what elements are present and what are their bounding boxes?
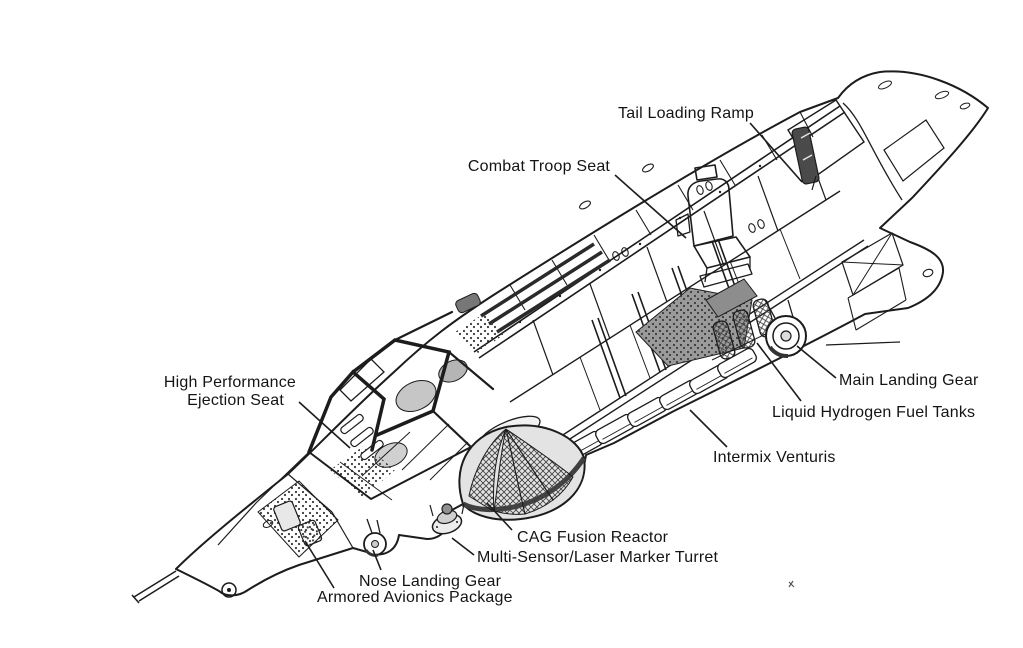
armored-avionics-package-part — [257, 480, 339, 558]
label-high-performance-ejection-seat: High Performance Ejection Seat — [164, 374, 351, 449]
intermix-venturis-label: Intermix Venturis — [713, 449, 836, 466]
wall-vent-marks — [612, 181, 765, 261]
label-cag-fusion-reactor: CAG Fusion Reactor — [486, 502, 669, 546]
intermix-venturis-part — [563, 347, 757, 462]
cag-fusion-reactor-part — [458, 415, 587, 521]
tail-loading-ramp-leader-line — [749, 122, 803, 183]
nose-skid-wheel — [221, 582, 237, 598]
label-intermix-venturis: Intermix Venturis — [689, 409, 836, 466]
cockpit-stipple-b — [455, 313, 506, 353]
tail-loading-ramp-label: Tail Loading Ramp — [618, 105, 754, 122]
pitot-probe — [131, 570, 180, 604]
cag-fusion-reactor-leader-line — [486, 502, 513, 531]
equipment-shadow — [705, 278, 758, 318]
combat-troop-seat-leader-line — [614, 174, 687, 239]
main-landing-gear-label: Main Landing Gear — [839, 372, 979, 389]
canopy-rails — [480, 242, 611, 334]
tail-slab — [842, 80, 971, 201]
combat-troop-seat-part — [675, 164, 753, 288]
label-armored-avionics-package: Armored Avionics Package — [304, 540, 513, 606]
ejection-seat-label-line1: High Performance — [164, 374, 296, 391]
label-main-landing-gear: Main Landing Gear — [796, 345, 979, 389]
labels: Tail Loading Ramp Combat Troop Seat High… — [164, 105, 979, 606]
fuel-tanks-leader-line — [756, 342, 802, 402]
cockpit-part — [307, 292, 506, 501]
cag-fusion-reactor-label: CAG Fusion Reactor — [517, 529, 669, 546]
combat-troop-seat-label: Combat Troop Seat — [468, 158, 610, 175]
print-speck — [788, 580, 795, 588]
label-tail-loading-ramp: Tail Loading Ramp — [618, 105, 803, 183]
label-multi-sensor-laser-marker-turret: Multi-Sensor/Laser Marker Turret — [451, 537, 718, 566]
main-landing-gear-part — [764, 299, 807, 359]
cockpit-stipple-a — [330, 445, 395, 498]
main-landing-gear-leader-line — [796, 345, 837, 379]
turret-leader-line — [451, 537, 475, 556]
intermix-venturis-leader-line — [689, 409, 728, 448]
ejection-seat-label-line2: Ejection Seat — [187, 392, 284, 409]
multi-sensor-laser-marker-turret-part — [429, 503, 465, 535]
label-combat-troop-seat: Combat Troop Seat — [468, 158, 687, 239]
canopy-cage — [307, 310, 495, 501]
label-nose-landing-gear: Nose Landing Gear — [359, 549, 502, 590]
nose-landing-gear-leader-line — [372, 549, 382, 571]
turret-label: Multi-Sensor/Laser Marker Turret — [477, 549, 718, 566]
ejection-seat-leader-line — [298, 401, 351, 449]
nose-skid-hub — [227, 588, 231, 592]
label-liquid-hydrogen-fuel-tanks: Liquid Hydrogen Fuel Tanks — [756, 342, 975, 421]
rear-section — [825, 232, 934, 346]
armored-avionics-label: Armored Avionics Package — [317, 589, 513, 606]
armored-avionics-leader-line — [304, 540, 335, 589]
nose-landing-gear-label: Nose Landing Gear — [359, 573, 502, 590]
fuel-tanks-label: Liquid Hydrogen Fuel Tanks — [772, 404, 975, 421]
airframe-outline — [131, 70, 989, 604]
top-deck — [473, 80, 971, 359]
tail-loading-ramp-part — [787, 99, 865, 191]
nose-landing-gear-part — [363, 518, 387, 557]
